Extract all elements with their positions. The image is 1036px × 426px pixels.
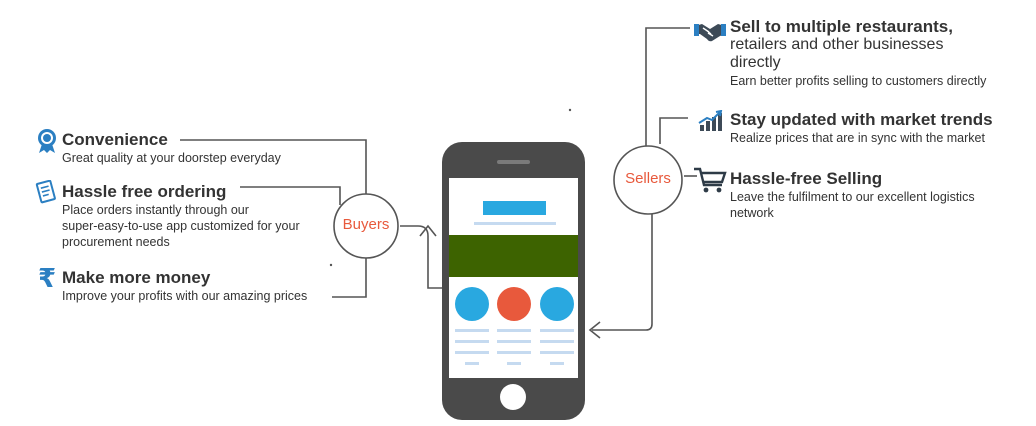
buyers-circle	[333, 193, 399, 259]
screen-banner	[449, 235, 578, 277]
handshake-icon	[694, 20, 726, 42]
trend-chart-icon	[698, 109, 724, 132]
seller-item-multiple: Sell to multiple restaurants, retailers …	[730, 17, 986, 89]
item-desc-line-1: Place orders instantly through our	[62, 203, 249, 217]
screen-circle-1	[455, 287, 489, 321]
arrow-left-sellers	[588, 321, 601, 339]
item-desc: Great quality at your doorstep everyday	[62, 151, 281, 165]
item-desc-line-2: super-easy-to-use app customized for you…	[62, 219, 300, 233]
screen-header-bar	[483, 201, 546, 215]
connector-sellers-phone	[592, 205, 653, 331]
connector-sell-multiple	[645, 27, 690, 148]
order-document-icon	[35, 179, 57, 204]
item-desc-line-2: network	[730, 206, 774, 220]
speaker-slot	[497, 160, 530, 164]
item-title: Stay updated with market trends	[730, 110, 993, 129]
buyer-item-money: Make more money Improve your profits wit…	[62, 268, 307, 304]
item-title: Hassle-free Selling	[730, 169, 883, 188]
buyer-item-ordering: Hassle free ordering Place orders instan…	[62, 182, 300, 250]
connector-money	[332, 258, 367, 298]
rupee-icon: ₹	[38, 264, 57, 294]
screen-circle-2	[497, 287, 531, 321]
connector-ordering	[240, 186, 341, 205]
item-title: Sell to multiple restaurants,	[730, 17, 953, 36]
item-title: Convenience	[62, 130, 168, 149]
buyer-item-convenience: Convenience Great quality at your doorst…	[62, 130, 281, 166]
seller-item-selling: Hassle-free Selling Leave the fulfilment…	[730, 169, 975, 221]
home-button	[500, 384, 526, 410]
item-title-line-3: directly	[730, 54, 781, 71]
item-desc-line-1: Leave the fulfilment to our excellent lo…	[730, 190, 975, 204]
screen-header-line	[474, 222, 556, 225]
screen-circle-3	[540, 287, 574, 321]
phone-illustration	[442, 142, 585, 420]
shopping-cart-icon	[693, 166, 727, 194]
sellers-label: Sellers	[625, 170, 671, 187]
item-title-line-2: retailers and other businesses	[730, 36, 944, 53]
item-desc: Earn better profits selling to customers…	[730, 74, 987, 88]
connector-market-trends	[659, 117, 688, 144]
buyers-label: Buyers	[342, 216, 390, 233]
badge-icon	[35, 128, 59, 154]
sellers-circle	[613, 145, 683, 215]
connector-convenience	[180, 139, 367, 194]
item-desc-line-3: procurement needs	[62, 235, 170, 249]
item-desc: Improve your profits with our amazing pr…	[62, 289, 308, 303]
seller-item-trends: Stay updated with market trends Realize …	[730, 110, 993, 146]
item-title: Hassle free ordering	[62, 182, 227, 201]
item-title: Make more money	[62, 268, 211, 287]
arrow-up-buyers	[419, 224, 437, 237]
item-desc: Realize prices that are in sync with the…	[730, 131, 985, 145]
